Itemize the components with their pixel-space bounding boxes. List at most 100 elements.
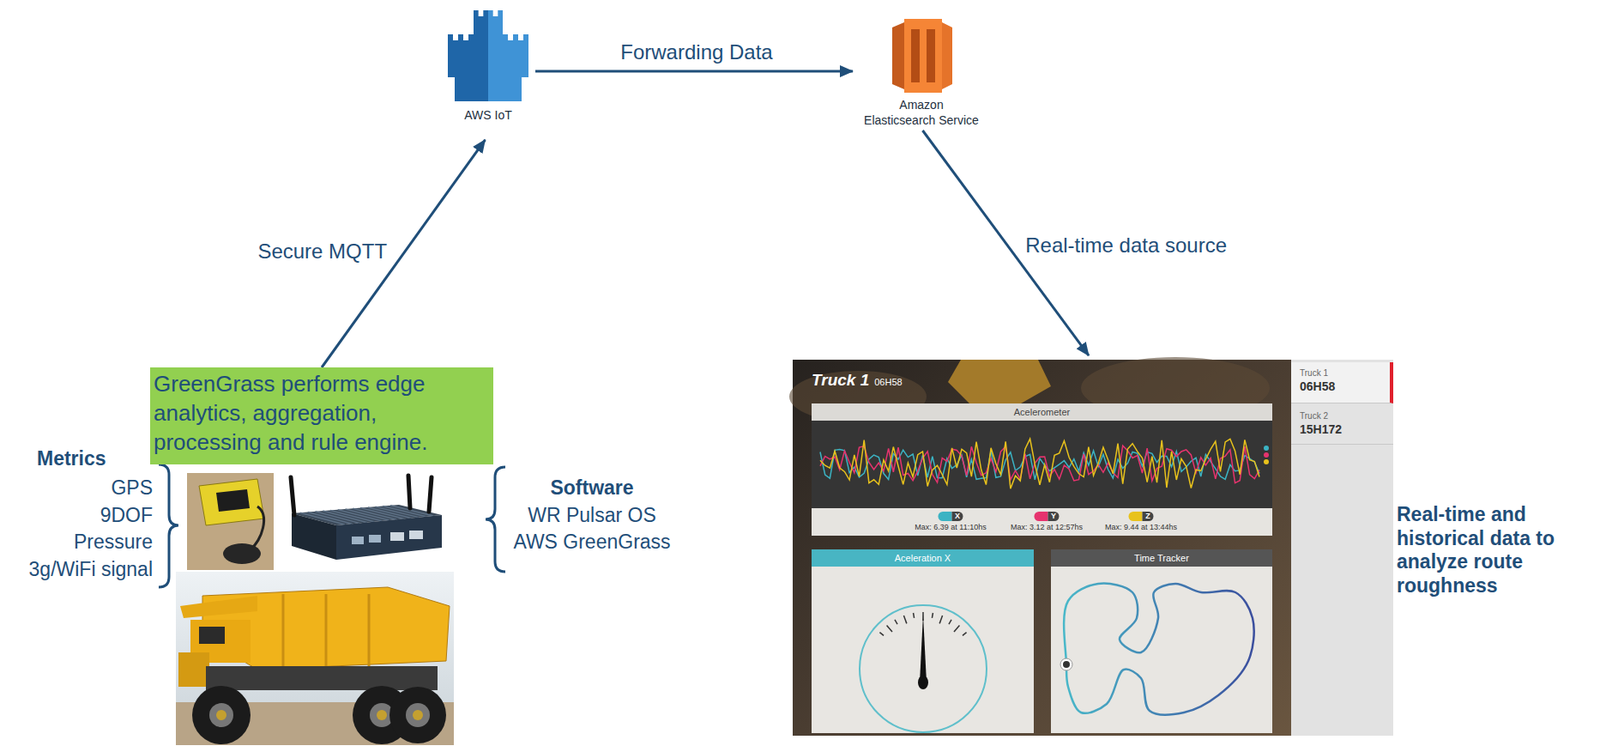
icon-keep: [488, 10, 503, 102]
gauge-tick: [887, 624, 893, 632]
process-box: GreenGrass performs edge analytics, aggr…: [150, 367, 494, 465]
series-end-dot: [1263, 458, 1269, 465]
photo-ground: [187, 472, 274, 570]
chassis: [205, 665, 438, 690]
truck-tab: Truck 106H58: [1291, 362, 1394, 404]
side-panel: [1291, 359, 1394, 736]
annotation: Real-time and historical data to analyze…: [1396, 502, 1590, 598]
antenna: [408, 475, 411, 508]
gateway-front: [291, 513, 337, 560]
tire: [192, 685, 251, 744]
gauge-tick: [953, 624, 960, 632]
port: [390, 531, 405, 541]
node-text: Time Tracker: [1050, 549, 1273, 567]
gauge-tick: [962, 632, 967, 636]
port: [368, 534, 381, 543]
edge-label: Secure MQTT: [254, 239, 390, 264]
haul-truck-photo: [175, 571, 454, 745]
gauge-tick: [903, 615, 906, 623]
port: [351, 536, 364, 544]
node-text: Truck 2: [1299, 410, 1385, 422]
mine-machine: [947, 359, 1051, 404]
service-node: AWS IoT: [440, 6, 536, 136]
gauge-needle: [919, 614, 927, 683]
annotation: 9DOF: [100, 503, 153, 528]
gauge-tick: [879, 632, 884, 636]
icon-slot: [926, 29, 936, 83]
annotation: Max: 9.44 at 13:44hs: [1104, 522, 1178, 532]
edge-label: Real-time data source: [1022, 233, 1230, 258]
hub: [405, 702, 430, 727]
annotation: Software: [549, 476, 634, 501]
legend-swatch: [938, 511, 953, 521]
node-text: Truck 1: [1299, 367, 1382, 379]
dashboard-screen: Truck 106H58AcelerometerAceleration XTim…: [792, 359, 1292, 736]
legend-item: Z: [1129, 511, 1154, 521]
cab-window: [199, 626, 225, 644]
tire: [389, 686, 447, 743]
node-text: AWS IoT: [440, 108, 536, 122]
connector-arrow: [535, 70, 853, 73]
legend-item: Y: [1034, 511, 1060, 521]
curly-bracket: [485, 466, 506, 572]
annotation: Max: 6.39 at 11:10hs: [914, 522, 986, 532]
icon-front: [904, 18, 942, 93]
port: [409, 530, 423, 539]
sensor-box: [199, 478, 265, 526]
cooling-fin: [382, 506, 426, 517]
icon-slot: [911, 29, 920, 83]
gps-antenna: [223, 543, 261, 564]
node-text: Acelerometer: [811, 403, 1273, 421]
edge-label: Forwarding Data: [617, 40, 775, 65]
gauge-pivot: [917, 675, 929, 689]
antenna: [290, 476, 295, 515]
cable: [250, 506, 265, 550]
legend-swatch: [1129, 511, 1143, 521]
legend-text: Y: [1048, 511, 1060, 521]
series-end-dot: [1263, 445, 1269, 451]
legend-text: X: [952, 511, 964, 521]
node-text: GreenGrass performs edge analytics, aggr…: [153, 369, 490, 457]
chart-area: [811, 420, 1273, 508]
service-node: Amazon Elasticsearch Service: [857, 13, 985, 131]
series-end-dot: [1263, 452, 1269, 458]
tracker-panel: Time Tracker: [1050, 549, 1273, 733]
aws-iot-icon: [447, 10, 529, 102]
body-rib: [282, 593, 285, 666]
node-text: Aceleration X: [811, 549, 1034, 567]
body-rib: [325, 593, 328, 666]
gateway-side: [336, 514, 442, 560]
annotation: WR Pulsar OS: [527, 503, 657, 528]
annotation: Max: 3.12 at 12:57hs: [1010, 522, 1083, 532]
hub: [209, 702, 234, 727]
body-rib: [368, 593, 371, 666]
chart-legend-strip: [811, 507, 1273, 536]
icon-side: [892, 22, 905, 90]
position-marker-dot: [1062, 660, 1070, 668]
dashboard-background: [792, 359, 1292, 736]
gauge-tick: [894, 619, 898, 624]
hub-cap: [376, 709, 387, 720]
annotation: AWS GreenGrass: [513, 530, 671, 555]
gateway-photo: [275, 472, 454, 572]
node-text: 15H172: [1299, 421, 1385, 437]
gauge-dial: [859, 604, 987, 732]
hub-cap: [412, 709, 423, 720]
legend-item: X: [938, 511, 964, 521]
sensor-photo: [187, 472, 274, 570]
gauge-tick: [948, 619, 952, 624]
sensor-label: [216, 489, 250, 512]
annotation: GPS: [110, 476, 153, 501]
panel-body: [1050, 566, 1273, 733]
node-text: 06H58: [1299, 378, 1382, 394]
grille: [178, 652, 210, 687]
accelerometer-series: [820, 438, 1260, 489]
annotation: Pressure: [73, 530, 153, 555]
gauge-tick: [913, 612, 915, 618]
elasticsearch-icon: [892, 18, 953, 93]
panel-body: [811, 566, 1034, 733]
icon-side: [941, 22, 953, 90]
node-text: Amazon Elasticsearch Service: [862, 97, 981, 128]
photo-sky: [175, 571, 454, 745]
